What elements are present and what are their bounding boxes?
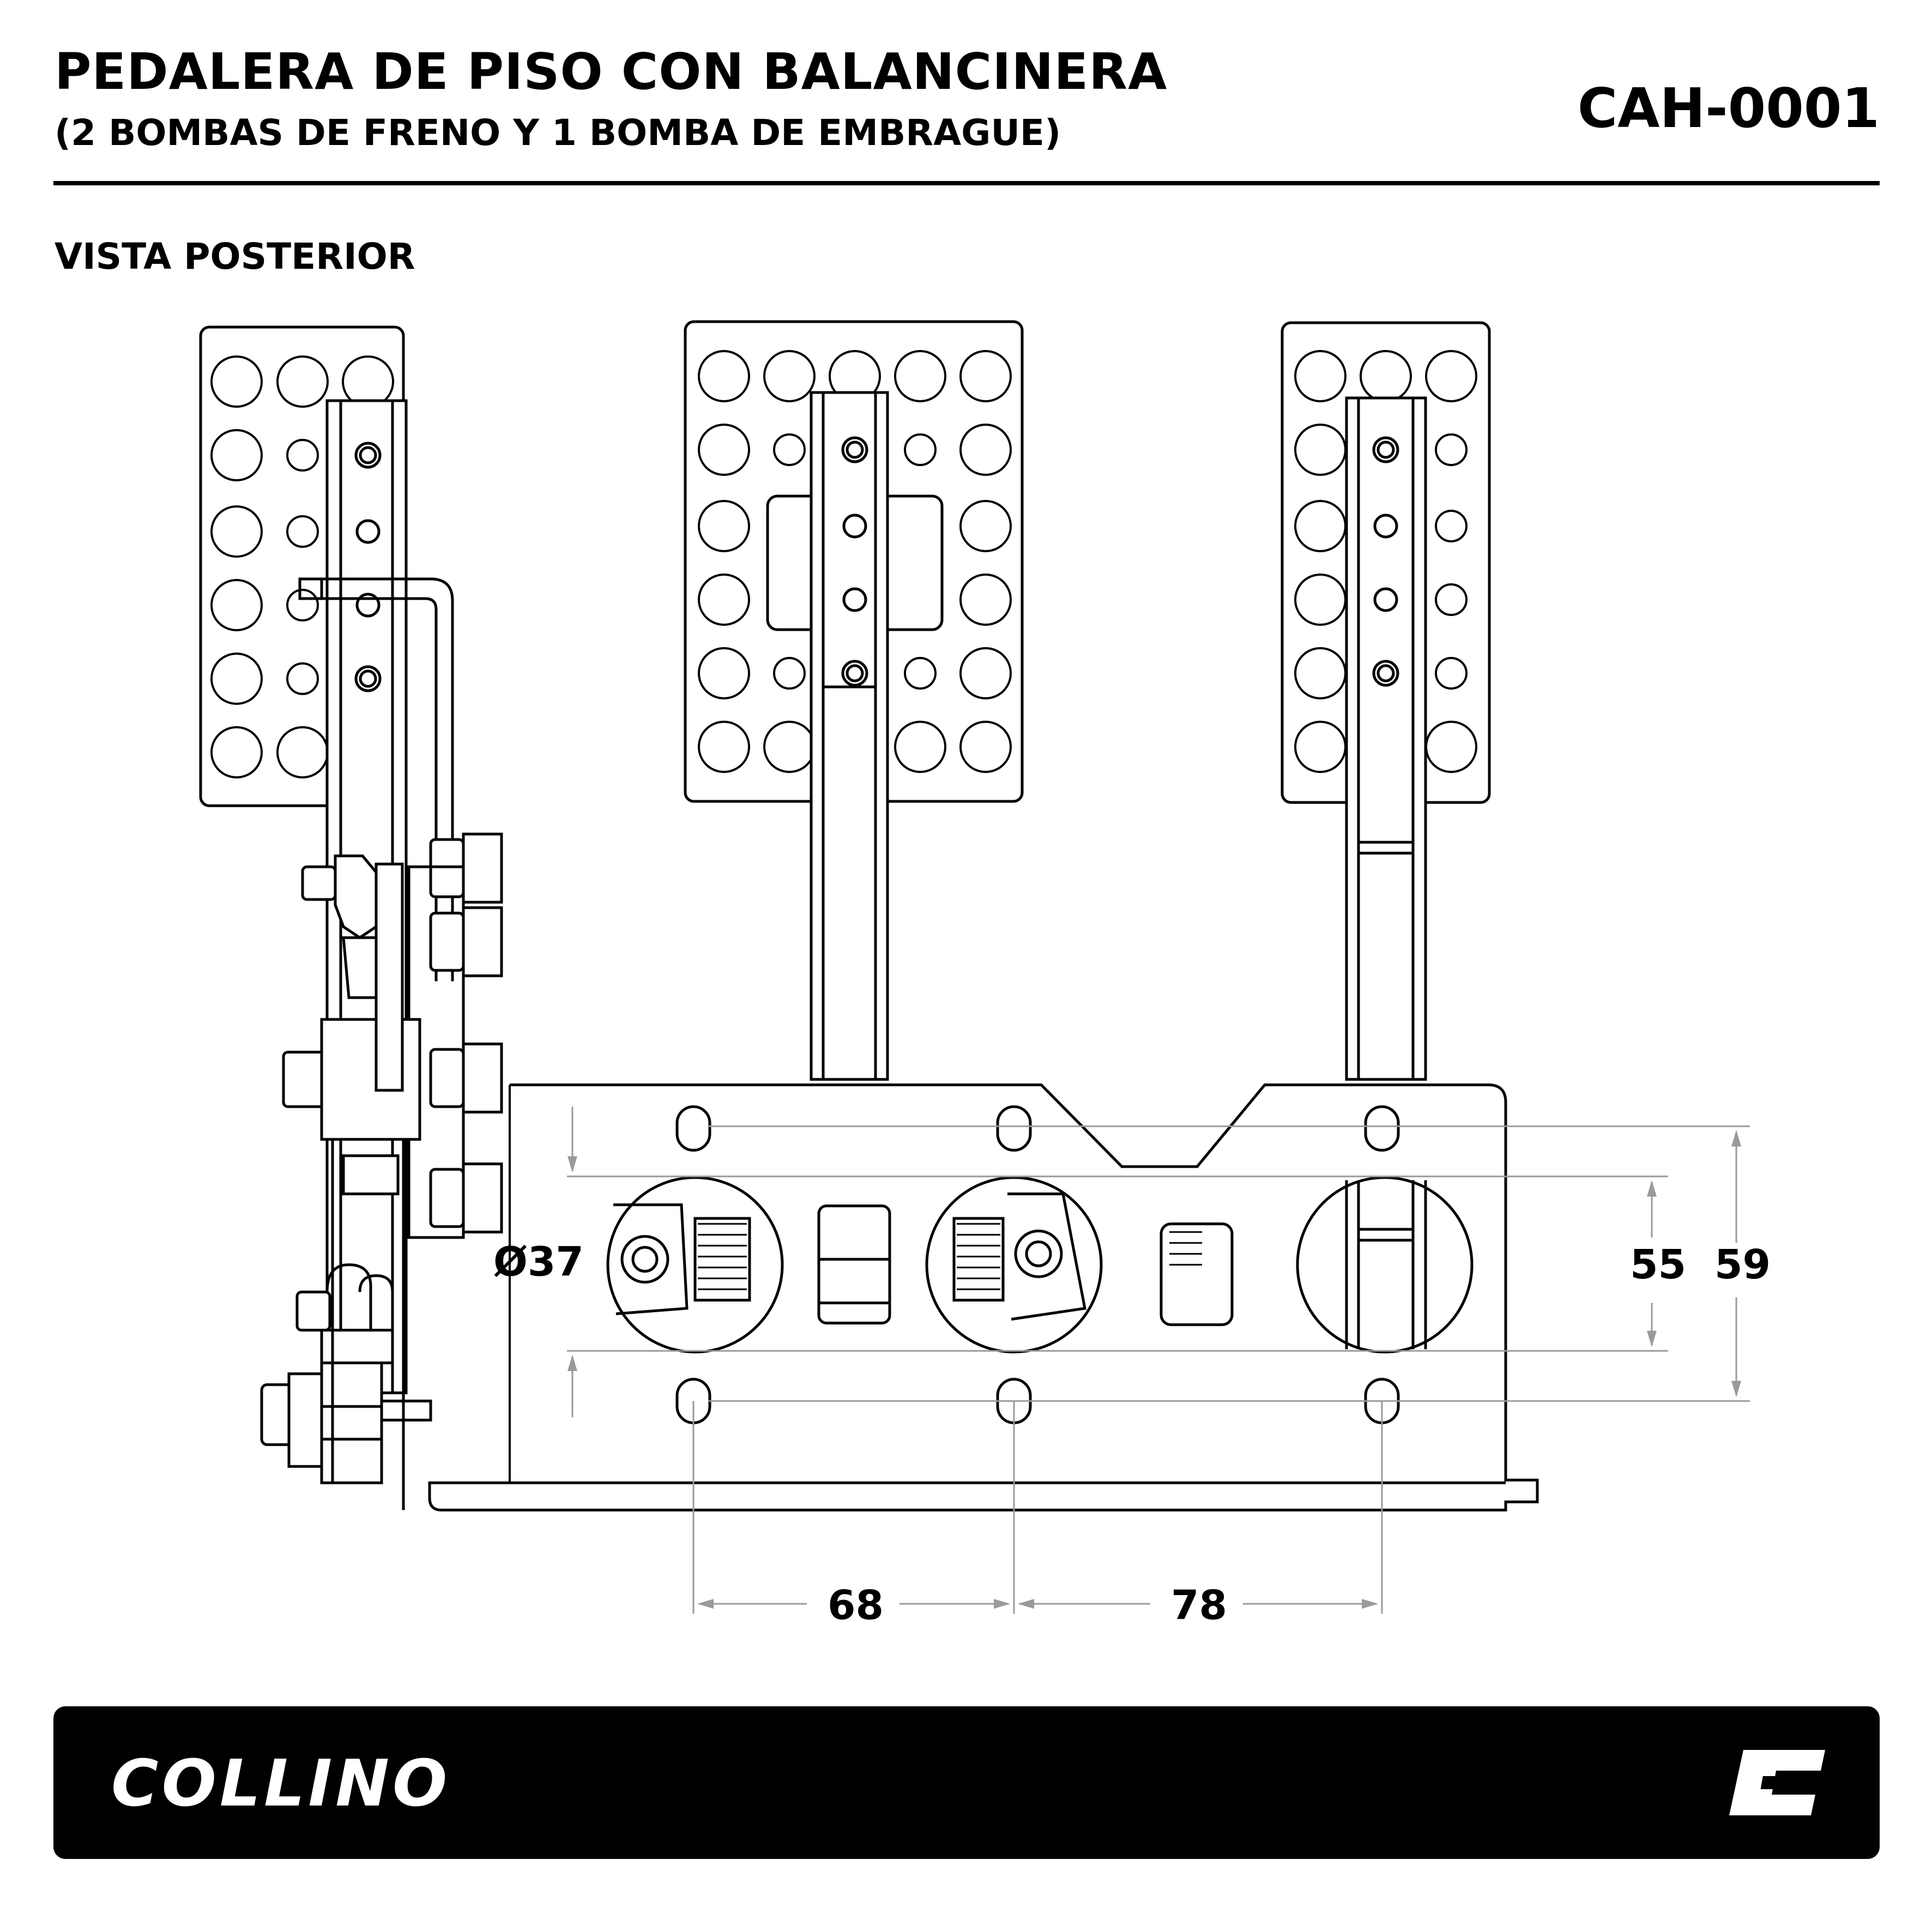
height-outer-dimension: 59 <box>1714 1241 1771 1288</box>
page-title: PEDALERA DE PISO CON BALANCINERA <box>55 43 1168 101</box>
page-subtitle: (2 BOMBAS DE FRENO Y 1 BOMBA DE EMBRAGUE… <box>55 112 1061 154</box>
center-pedal <box>684 320 1024 1081</box>
height-inner-dimension: 55 <box>1630 1241 1686 1288</box>
footer-bar: COLLINO <box>53 1706 1880 1859</box>
right-pedal <box>1281 321 1491 1081</box>
brand-logo: COLLINO <box>111 1746 451 1821</box>
left-pedal <box>199 325 454 1394</box>
header-divider <box>53 181 1880 185</box>
product-code: CAH-0001 <box>1577 76 1880 140</box>
spacing-right-dimension: 78 <box>1171 1582 1227 1629</box>
side-mechanism <box>260 832 503 1510</box>
c-logo-icon <box>1729 1750 1825 1815</box>
dimension-lines <box>567 1107 1750 1614</box>
base-plate <box>428 1083 1539 1512</box>
spacing-left-dimension: 68 <box>828 1582 884 1629</box>
view-label: VISTA POSTERIOR <box>55 236 415 277</box>
diameter-dimension: Ø37 <box>493 1239 584 1285</box>
